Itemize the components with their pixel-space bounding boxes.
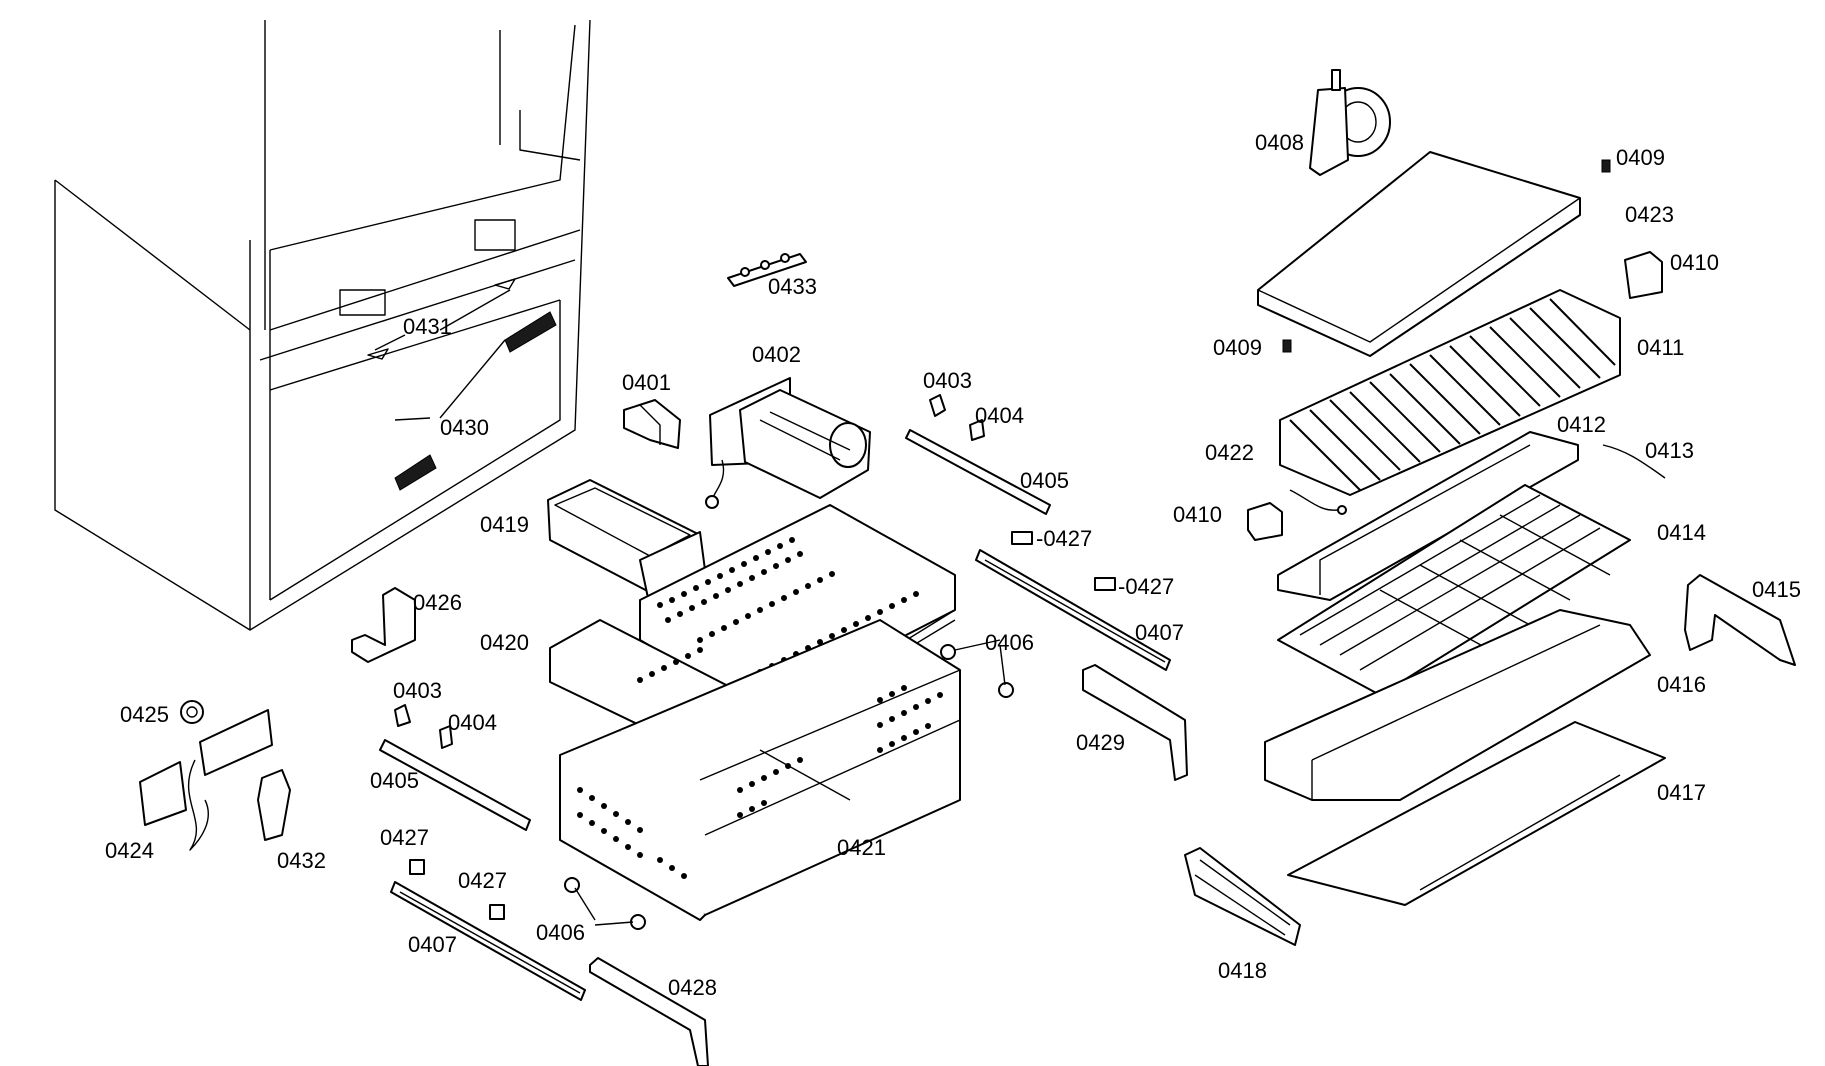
part-0412-drain-trough (1277, 431, 1579, 601)
label-0403-lower: 0403 (393, 678, 442, 703)
part-0405-rail-upper (905, 429, 1051, 515)
label-0417: 0417 (1657, 780, 1706, 805)
label-0424: 0424 (105, 838, 154, 863)
label-0405-upper: 0405 (1020, 468, 1069, 493)
label-0407-upper: 0407 (1135, 620, 1184, 645)
label-0409-top: 0409 (1616, 145, 1665, 170)
part-0432-clip (257, 769, 291, 841)
basket-holes-lower (577, 685, 943, 879)
label-0425: 0425 (120, 702, 169, 727)
coil-fins (1289, 298, 1616, 491)
label-0418: 0418 (1218, 958, 1267, 983)
part-0427-clips-lower (409, 859, 505, 920)
label-0414: 0414 (1657, 520, 1706, 545)
part-0407-slide-lower (390, 881, 586, 1001)
refrigerator-cabinet (54, 19, 591, 631)
part-0402-ice-maker (705, 377, 871, 509)
part-0404-clip-lower (439, 725, 453, 749)
part-0427-clips-upper (1011, 531, 1116, 591)
part-0407-slide-upper (975, 549, 1171, 671)
part-0422-sensor (1289, 489, 1347, 515)
label-0422: 0422 (1205, 440, 1254, 465)
label-0427-c: 0427 (380, 825, 429, 850)
part-labels: 0431 0430 0433 0401 0402 0403 0404 0405 … (105, 130, 1801, 1000)
part-0406-rollers (564, 644, 1014, 930)
label-0432: 0432 (277, 848, 326, 873)
part-0423-cover-panel (1257, 151, 1581, 357)
part-0428-slide-bracket (589, 957, 709, 1066)
label-0420: 0420 (480, 630, 529, 655)
part-0403-clip-lower (394, 704, 411, 727)
label-0407-lower: 0407 (408, 932, 457, 957)
label-0430: 0430 (440, 415, 489, 440)
label-0428: 0428 (668, 975, 717, 1000)
label-0412: 0412 (1557, 412, 1606, 437)
part-0429-bracket (1082, 664, 1188, 781)
label-0404-upper: 0404 (975, 403, 1024, 428)
label-0421: 0421 (837, 835, 886, 860)
label-0419: 0419 (480, 512, 529, 537)
label-0401: 0401 (622, 370, 671, 395)
label-0409-left: 0409 (1213, 335, 1262, 360)
label-0410-lower: 0410 (1173, 502, 1222, 527)
part-0425-grommet (180, 700, 204, 724)
part-0433 (727, 253, 807, 287)
part-0403-clip-upper (929, 394, 946, 417)
part-0410-bracket-lower (1247, 502, 1283, 541)
label-0411: 0411 (1637, 335, 1684, 360)
label-0427-b: -0427 (1118, 574, 1174, 599)
part-0421-lower-basket (559, 619, 961, 921)
label-0429: 0429 (1076, 730, 1125, 755)
part-0417-bottom-panel (1287, 721, 1666, 906)
label-0410-top: 0410 (1670, 250, 1719, 275)
part-0408-fan-motor (1309, 69, 1391, 176)
label-0427-a: -0427 (1036, 526, 1092, 551)
label-0406-lower: 0406 (536, 920, 585, 945)
label-0406-upper: 0406 (985, 630, 1034, 655)
label-0405-lower: 0405 (370, 768, 419, 793)
label-0403-upper: 0403 (923, 368, 972, 393)
part-0410-bracket-top (1624, 251, 1663, 299)
part-0424-cover (139, 709, 273, 851)
part-0404-clip-upper (969, 419, 985, 441)
part-0409-screw-top (1601, 159, 1611, 173)
label-0416: 0416 (1657, 672, 1706, 697)
label-0402: 0402 (752, 342, 801, 367)
part-0401 (623, 399, 681, 449)
label-0431: 0431 (403, 314, 452, 339)
part-0405-rail-lower (379, 739, 531, 831)
label-0433: 0433 (768, 274, 817, 299)
part-0413-wire (1602, 444, 1666, 479)
label-0408: 0408 (1255, 130, 1304, 155)
part-0411-evaporator-coil (1279, 289, 1621, 496)
part-0426-bracket (351, 587, 416, 663)
label-0404-lower: 0404 (448, 710, 497, 735)
leader-lines (374, 289, 1006, 926)
label-0413: 0413 (1645, 438, 1694, 463)
label-0415: 0415 (1752, 577, 1801, 602)
part-0415-bracket (1684, 574, 1796, 666)
part-0409-screw-left (1282, 339, 1292, 353)
label-0427-d: 0427 (458, 868, 507, 893)
label-0423: 0423 (1625, 202, 1674, 227)
part-0416-fan-shroud (1264, 609, 1651, 801)
label-0426: 0426 (413, 590, 462, 615)
part-0414-heater-grid (1277, 484, 1631, 696)
part-0418-grille (1184, 847, 1301, 946)
